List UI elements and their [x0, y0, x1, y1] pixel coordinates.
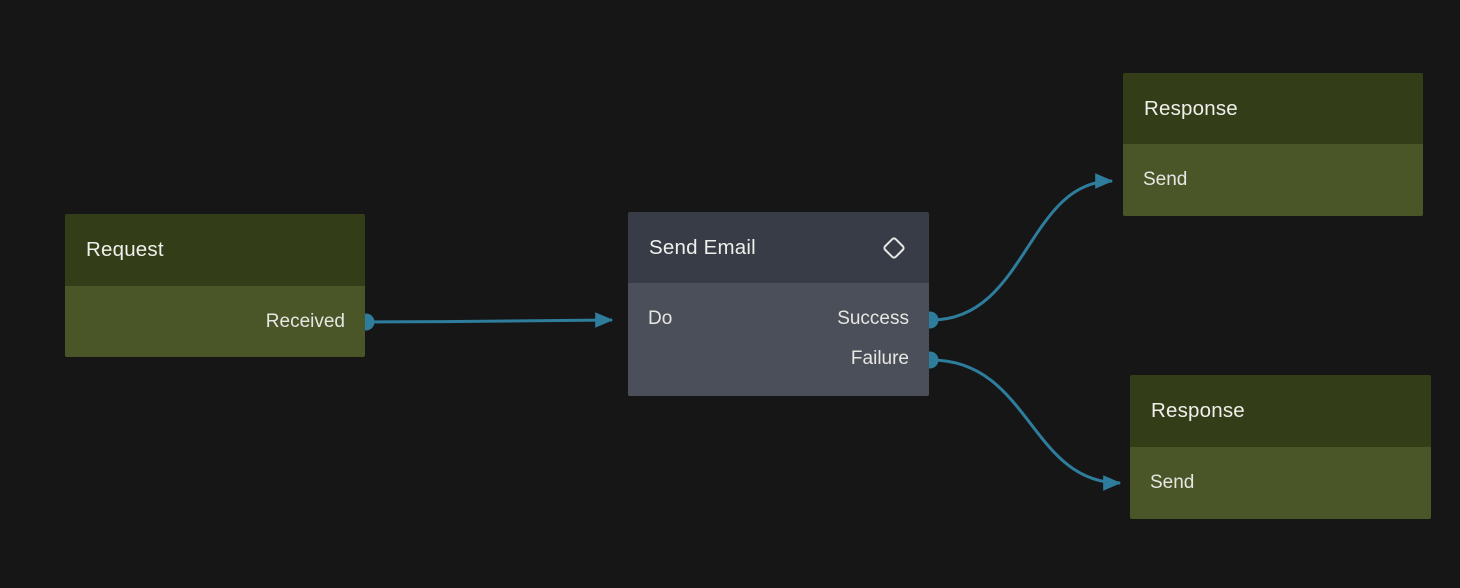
node-response-failure-body: Send	[1130, 447, 1431, 519]
node-send-email[interactable]: Send Email Do Success Failure	[628, 212, 929, 396]
input-port-label-do: Do	[648, 308, 673, 329]
node-title: Response	[1144, 96, 1238, 120]
port-row-received: Received	[65, 286, 365, 357]
edge-success-to-response-send[interactable]	[930, 173, 1114, 322]
node-title: Send Email	[649, 235, 756, 259]
input-port-label-send: Send	[1150, 472, 1195, 493]
node-response-success[interactable]: Response Send	[1123, 73, 1423, 216]
node-title: Request	[86, 238, 164, 261]
diamond-icon	[880, 234, 908, 262]
port-row-do-success: Do Success	[628, 299, 929, 339]
node-response-success-header: Response	[1123, 73, 1423, 144]
output-port-label-failure: Failure	[850, 348, 909, 369]
input-port-label-send: Send	[1143, 169, 1188, 190]
edge-received-to-do[interactable]	[366, 312, 614, 328]
node-request[interactable]: Request Received	[65, 214, 365, 357]
node-title: Response	[1151, 399, 1245, 422]
port-row-send: Send	[1130, 447, 1431, 519]
output-port-label-received: Received	[265, 310, 345, 332]
node-request-header: Request	[65, 214, 365, 286]
node-response-success-body: Send	[1123, 144, 1423, 216]
node-response-failure[interactable]: Response Send	[1130, 375, 1431, 519]
node-request-body: Received	[65, 286, 365, 357]
port-row-send: Send	[1123, 144, 1423, 216]
node-send-email-header: Send Email	[628, 212, 929, 283]
edge-failure-to-response-send[interactable]	[930, 358, 1122, 491]
output-port-label-success: Success	[837, 308, 909, 329]
node-response-failure-header: Response	[1130, 375, 1431, 447]
port-row-failure: Failure	[628, 339, 929, 379]
node-send-email-body: Do Success Failure	[628, 283, 929, 396]
